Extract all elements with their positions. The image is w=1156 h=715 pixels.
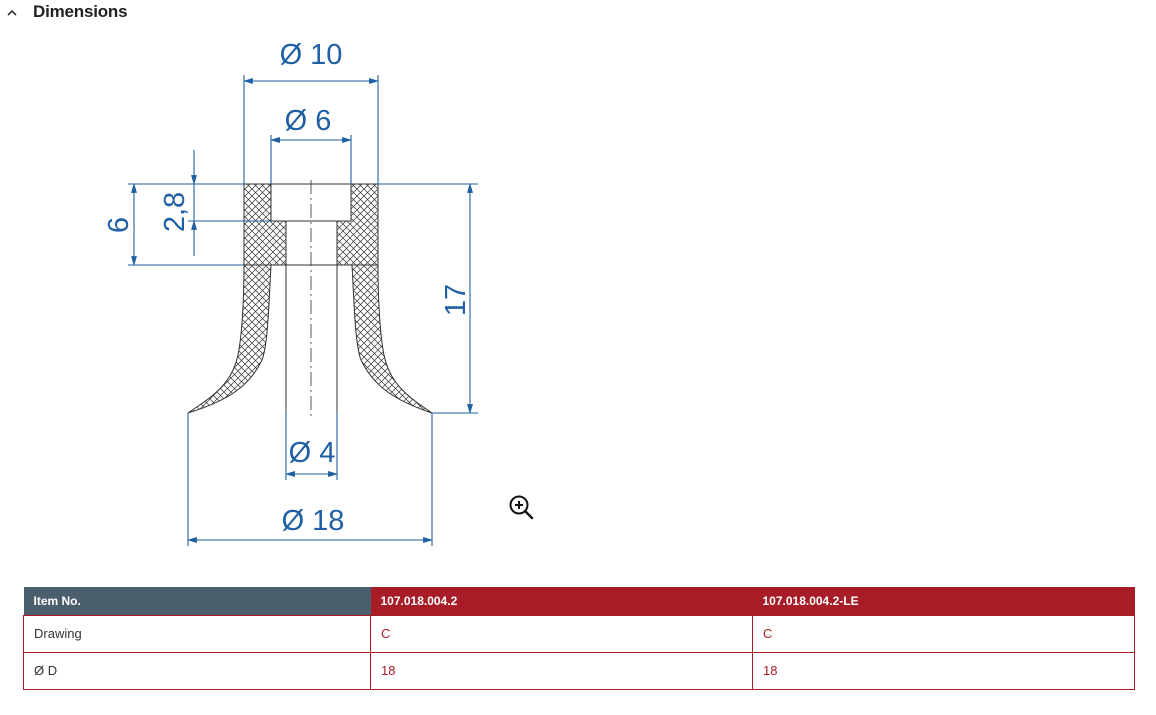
header-item-1: 107.018.004.2 (370, 587, 753, 615)
dim-label-d18: Ø 18 (282, 505, 345, 537)
table-header-row: Item No. 107.018.004.2 107.018.004.2-LE (23, 587, 1135, 615)
table-row: Ø D 18 18 (23, 651, 1135, 690)
dim-label-d4: Ø 4 (289, 437, 336, 469)
section-toggle-dimensions[interactable]: Dimensions (0, 0, 400, 26)
cell-value: 18 (370, 651, 753, 690)
cup-left-wall (187, 183, 287, 414)
row-label-drawing: Drawing (23, 614, 371, 653)
row-label-diameter: Ø D (23, 651, 371, 690)
cell-value: C (370, 614, 753, 653)
dim-label-height-17: 17 (440, 284, 472, 316)
cell-value: 18 (752, 651, 1135, 690)
cell-value: C (752, 614, 1135, 653)
dim-label-height-2-8: 2,8 (159, 192, 191, 232)
table-row: Drawing C C (23, 614, 1135, 653)
dim-label-d10: Ø 10 (280, 39, 343, 71)
chevron-up-icon (7, 9, 17, 16)
cup-right-wall (336, 183, 433, 414)
dimension-drawing: Ø 10 Ø 6 Ø 4 Ø 18 6 2,8 17 (103, 39, 478, 546)
header-item-2: 107.018.004.2-LE (752, 587, 1135, 615)
item-spec-table: Item No. 107.018.004.2 107.018.004.2-LE … (23, 587, 1135, 690)
section-title: Dimensions (33, 2, 128, 21)
header-item-no: Item No. (23, 587, 371, 615)
zoom-in-icon[interactable] (506, 492, 536, 522)
dim-label-height-6: 6 (103, 217, 135, 233)
dim-label-d6: Ø 6 (285, 105, 332, 137)
